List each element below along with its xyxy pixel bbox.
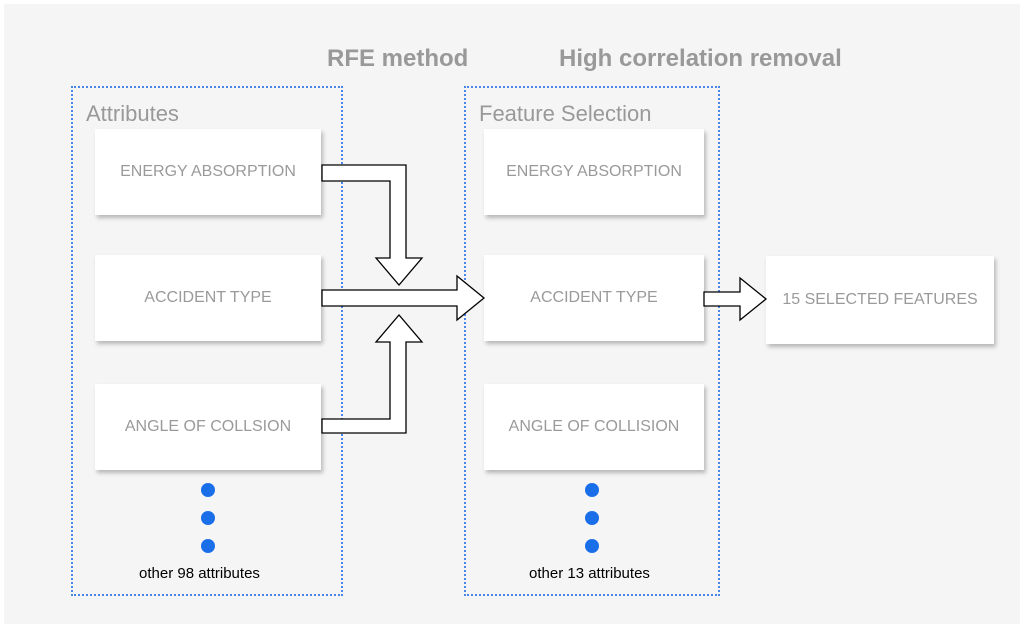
selected-box-accident-type: ACCIDENT TYPE [484,255,704,341]
selected-box-angle-of-collision: ANGLE OF COLLISION [484,384,704,470]
attribute-box-energy-absorption: ENERGY ABSORPTION [95,129,321,215]
ellipsis-dot [585,483,599,497]
rfe-method-heading: RFE method [327,45,469,72]
arrow-selection-to-result [703,276,768,322]
selected-features-result-box: 15 SELECTED FEATURES [766,256,994,344]
ellipsis-dot [201,483,215,497]
feature-selection-group [464,86,720,596]
attributes-group-label: Attributes [86,101,179,126]
arrow-accident-to-selection [321,274,486,322]
ellipsis-dot [201,511,215,525]
high-correlation-removal-heading: High correlation removal [559,45,842,72]
selected-box-energy-absorption: ENERGY ABSORPTION [484,129,704,215]
ellipsis-dot [585,511,599,525]
attributes-group [71,86,343,596]
arrow-angle-to-merge [321,313,424,434]
ellipsis-dot [585,539,599,553]
feature-selection-group-label: Feature Selection [479,101,652,126]
arrow-energy-to-merge [321,164,424,287]
attribute-box-angle-of-collision: ANGLE OF COLLSION [95,384,321,470]
attribute-box-accident-type: ACCIDENT TYPE [95,255,321,341]
other-attributes-note: other 13 attributes [529,565,650,582]
ellipsis-dot [201,539,215,553]
other-attributes-note: other 98 attributes [139,565,260,582]
